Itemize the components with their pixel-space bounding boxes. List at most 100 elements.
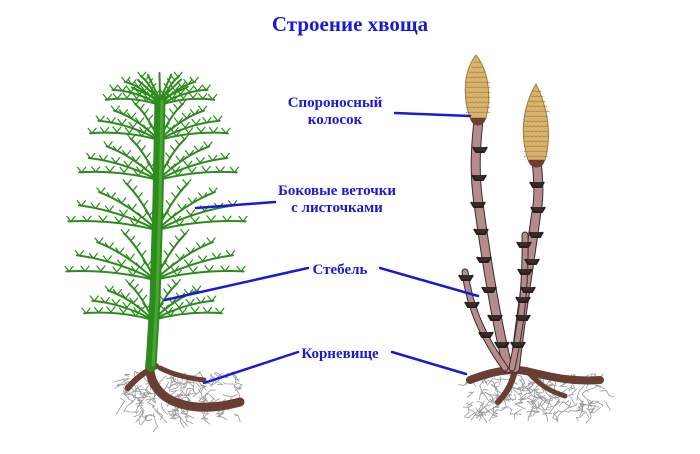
leaf-tick: [224, 265, 230, 272]
label-spore-spikelet-line1: Спороносный: [287, 95, 383, 111]
root-strand: [135, 415, 141, 423]
leaf-tick: [198, 105, 204, 112]
leaf-tick: [197, 255, 204, 262]
root-strand: [209, 373, 216, 378]
root-strand: [576, 384, 586, 401]
root-strand: [526, 399, 535, 406]
label-side-branches-line1: Боковые веточки: [278, 183, 396, 199]
leaf-tick: [106, 306, 112, 313]
leaf-tick: [135, 117, 141, 124]
leaf-tick: [131, 139, 137, 146]
stem-node-sheath: [471, 174, 487, 181]
leaf-tick: [148, 122, 154, 130]
leaf-tick: [116, 145, 122, 152]
leaf-tick: [217, 115, 223, 122]
leaf-tick: [175, 139, 181, 146]
leaf-tick: [206, 117, 212, 124]
root-strand: [517, 397, 527, 401]
leaf-tick: [205, 165, 211, 173]
leaf-tick: [121, 85, 127, 92]
leaf-tick: [174, 235, 180, 242]
leaf-tick: [110, 192, 116, 199]
leaf-tick: [122, 178, 128, 186]
leaf-tick: [125, 76, 131, 83]
branch: [154, 270, 245, 281]
root-strand: [542, 411, 553, 415]
leaf-tick: [238, 215, 244, 222]
leaf-tick: [133, 288, 139, 295]
leaf-tick: [219, 307, 225, 314]
leaf-tick: [97, 307, 104, 314]
root-strand: [592, 400, 604, 407]
leaf-tick: [188, 149, 194, 157]
leaf-tick: [212, 154, 218, 162]
pointer-stem-left: [163, 266, 310, 302]
leaf-tick: [194, 306, 200, 313]
root-strand: [560, 380, 574, 394]
root-strand: [512, 388, 522, 401]
leaf-tick: [193, 76, 199, 83]
root-strand: [482, 404, 491, 414]
leaf-tick: [201, 165, 207, 173]
leaf-tick: [183, 160, 189, 167]
leaf-tick: [141, 71, 147, 78]
root-strand: [535, 389, 543, 406]
leaf-tick: [84, 265, 90, 272]
leaf-tick: [187, 259, 194, 266]
root-strand: [567, 402, 578, 409]
leaf-tick: [95, 115, 101, 122]
leaf-tick: [126, 178, 132, 186]
root-strand: [518, 379, 524, 390]
leaf-tick: [82, 215, 88, 222]
leaf-tick: [207, 141, 213, 148]
root-strand: [168, 382, 179, 390]
leaf-tick: [127, 78, 133, 86]
leaf-tick: [144, 163, 150, 170]
leaf-tick: [208, 265, 214, 272]
leaf-tick: [124, 127, 130, 134]
leaf-tick: [121, 118, 127, 125]
root-strand: [123, 387, 130, 399]
leaf-tick: [183, 78, 189, 86]
root-strand: [479, 378, 488, 393]
leaf-tick: [224, 152, 230, 159]
leaf-tick: [115, 247, 121, 254]
leaf-tick: [229, 166, 236, 173]
leaf-tick: [189, 247, 195, 254]
leaf-tick: [203, 141, 209, 148]
branch: [83, 311, 154, 321]
leaf-tick: [145, 152, 151, 159]
root-strand: [514, 408, 523, 420]
leaf-tick: [178, 307, 184, 314]
root-strand: [564, 399, 573, 408]
leaf-tick: [204, 265, 210, 272]
leaf-tick: [180, 185, 186, 192]
leaf-tick: [111, 298, 117, 305]
leaf-tick: [144, 114, 150, 121]
root-strand: [181, 409, 189, 415]
leaf-tick: [78, 250, 84, 257]
diagram-title: Строение хвоща: [271, 12, 429, 36]
leaf-tick: [185, 247, 191, 254]
leaf-tick: [172, 95, 179, 102]
stem-node-sheath: [472, 146, 488, 153]
leaf-tick: [180, 121, 186, 129]
leaf-tick: [211, 295, 217, 302]
branch: [97, 119, 160, 141]
pointer-spore-spikelet: [393, 111, 472, 118]
leaf-tick: [85, 307, 91, 314]
leaf-tick: [170, 145, 176, 152]
leaf-tick: [125, 253, 131, 260]
leaf-tick: [126, 86, 132, 93]
leaf-tick: [173, 117, 179, 124]
root-strand: [478, 388, 489, 400]
leaf-tick: [122, 149, 128, 157]
leaf-tick: [117, 197, 123, 204]
root-strand: [470, 400, 485, 421]
root-strand: [585, 408, 592, 424]
leaf-tick: [86, 215, 92, 222]
root-strand: [545, 396, 552, 411]
leaf-tick: [179, 139, 185, 146]
root-strand: [215, 371, 229, 379]
leaf-tick: [222, 215, 228, 222]
